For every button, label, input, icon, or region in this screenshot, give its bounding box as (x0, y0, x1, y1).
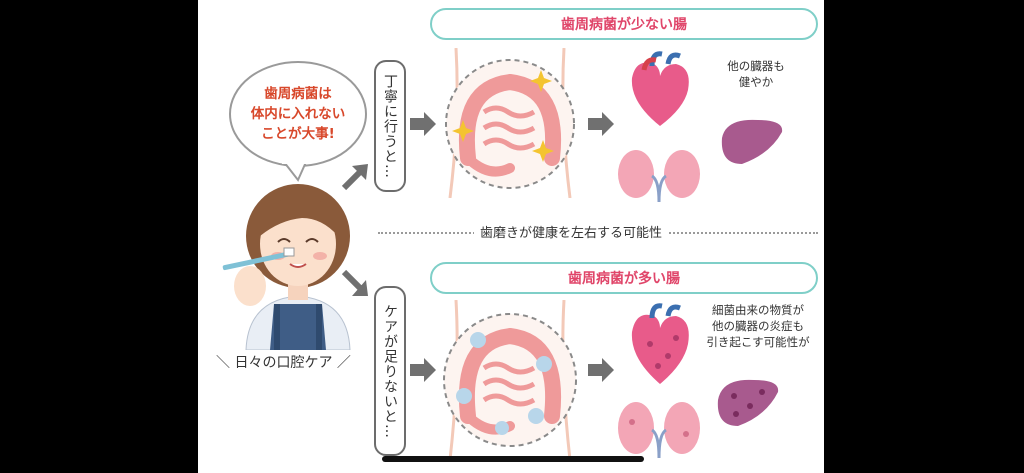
unhealthy-intestine-illustration (443, 300, 577, 460)
top-note-line-1: 他の臓器も (727, 59, 785, 73)
speech-bubble-text: 歯周病菌は 体内に入れない ことが大事! (236, 84, 360, 144)
bubble-line-2: 体内に入れない (250, 106, 346, 122)
woman-brushing-illustration (222, 184, 351, 350)
heart-icon (631, 51, 689, 126)
kidney-icon (618, 150, 700, 202)
inflamed-kidney-icon (618, 402, 700, 459)
bottom-note-line-1: 細菌由来の物質が (712, 303, 804, 317)
liver-icon (721, 119, 783, 164)
bottom-note-line-3: 引き起こす可能性が (706, 335, 810, 349)
speech-bubble (229, 61, 367, 182)
top-title-pill: 歯周病菌が少ない腸 (430, 8, 818, 40)
arrow-right-icon (588, 358, 614, 382)
home-indicator[interactable] (382, 456, 644, 462)
bottom-note-line-2: 他の臓器の炎症も (712, 319, 804, 333)
top-note: 他の臓器も 健やか (704, 58, 808, 90)
infographic-panel: 歯周病菌は 体内に入れない ことが大事! ＼ 日々の口腔ケア ／ (198, 0, 824, 473)
top-note-line-2: 健やか (738, 75, 774, 89)
arrow-right-icon (588, 112, 614, 136)
person-caption: ＼ 日々の口腔ケア ／ (216, 355, 351, 371)
arrow-down-right-icon (341, 269, 368, 296)
arrow-up-right-icon (341, 164, 368, 191)
bubble-line-3: ことが大事! (261, 126, 335, 142)
arrow-right-icon (410, 358, 436, 382)
inflamed-liver-icon (717, 379, 779, 426)
divider-label: 歯磨きが健康を左右する可能性 (474, 222, 669, 241)
inflamed-heart-icon (631, 303, 689, 384)
top-action-box: 丁寧に行うと… (374, 60, 406, 192)
bottom-action-box: ケアが足りないと… (374, 286, 406, 456)
bottom-note: 細菌由来の物質が 他の臓器の炎症も 引き起こす可能性が (694, 302, 822, 350)
bubble-line-1: 歯周病菌は (264, 86, 332, 102)
healthy-intestine-illustration (445, 48, 575, 198)
arrow-right-icon (410, 112, 436, 136)
bottom-title-pill: 歯周病菌が多い腸 (430, 262, 818, 294)
